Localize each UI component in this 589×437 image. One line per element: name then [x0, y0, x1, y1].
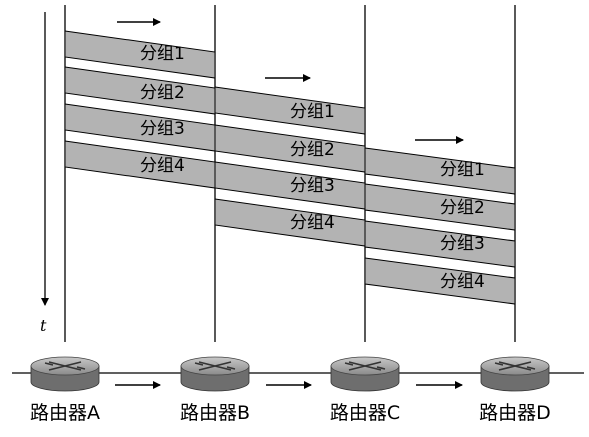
packet-label: 分组2: [440, 198, 485, 218]
packet-label: 分组4: [440, 272, 485, 292]
router-icon: [30, 356, 100, 392]
packet-label: 分组2: [140, 83, 185, 103]
router-d-label: 路由器D: [479, 402, 551, 424]
router-a-label: 路由器A: [30, 402, 100, 424]
hop-3-packet-3: 分组3: [364, 220, 516, 268]
hop-1-packets: 分组1 分组2 分组3 分组4: [64, 30, 216, 189]
router-icon: [330, 356, 400, 392]
router-d: [480, 356, 550, 392]
router-icon: [480, 356, 550, 392]
hop-1-packet-1: 分组1: [64, 30, 216, 79]
packet-label: 分组1: [290, 102, 335, 122]
packet-label: 分组1: [440, 160, 485, 180]
router-a: [30, 356, 100, 392]
router-c-label: 路由器C: [330, 402, 400, 424]
hop-3-packet-4: 分组4: [364, 257, 516, 305]
packet-label: 分组2: [290, 140, 335, 160]
packet-label: 分组4: [140, 156, 185, 176]
hop-3-packets: 分组1 分组2 分组3 分组4: [364, 147, 516, 305]
router-icon: [180, 356, 250, 392]
packet-label: 分组3: [440, 234, 485, 254]
router-c: [330, 356, 400, 392]
router-b-label: 路由器B: [180, 402, 250, 424]
hop-3-packet-2: 分组2: [364, 183, 516, 231]
packet-label: 分组3: [140, 119, 185, 139]
hop-3-packet-1: 分组1: [364, 147, 516, 195]
router-b: [180, 356, 250, 392]
hop-2-packet-3: 分组3: [214, 161, 366, 210]
hop-2-packets: 分组1 分组2 分组3 分组4: [214, 86, 366, 247]
direction-arrows: [117, 18, 464, 144]
packet-label: 分组4: [290, 213, 335, 233]
router-labels: 路由器A 路由器B 路由器C 路由器D: [30, 402, 551, 424]
time-axis: t: [40, 12, 49, 335]
packet-label: 分组1: [140, 44, 185, 64]
time-axis-label: t: [40, 316, 47, 335]
hop-2-packet-1: 分组1: [214, 86, 366, 135]
packet-label: 分组3: [290, 176, 335, 196]
hop-1-packet-2: 分组2: [64, 66, 216, 115]
